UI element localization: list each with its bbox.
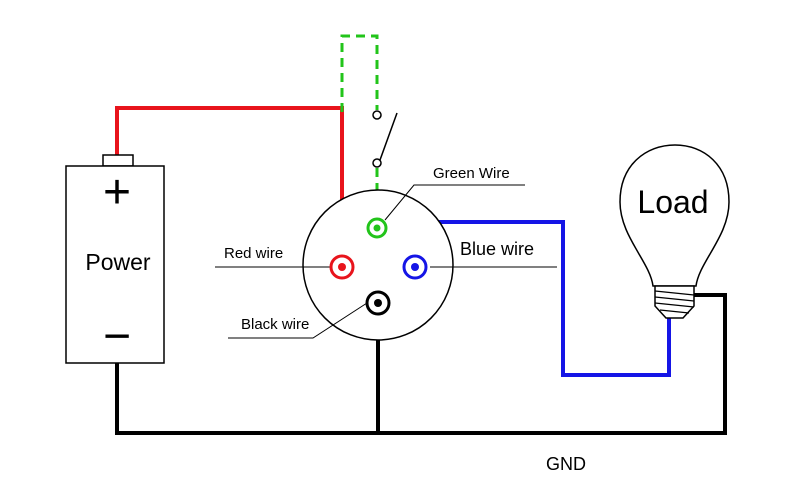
blue-wire-label: Blue wire bbox=[460, 239, 534, 259]
black-wire-leader bbox=[228, 302, 368, 339]
switch-contact-bottom bbox=[372, 158, 382, 168]
battery-body bbox=[65, 165, 165, 364]
ground-label: GND bbox=[546, 454, 586, 474]
red-terminal-pin bbox=[338, 263, 346, 271]
battery-minus-sign: − bbox=[103, 310, 131, 363]
ground-wire bbox=[115, 293, 727, 435]
battery-terminal-cap bbox=[102, 154, 134, 167]
red-wire-label: Red wire bbox=[224, 245, 283, 262]
blue-wire bbox=[415, 220, 671, 377]
battery-plus-sign: + bbox=[103, 166, 131, 219]
green-wire-label: Green Wire bbox=[433, 165, 510, 182]
battery-label: Power bbox=[85, 249, 151, 275]
green-wire-leader bbox=[384, 184, 525, 221]
black-wire-label: Black wire bbox=[241, 316, 309, 333]
blue-terminal-pin bbox=[411, 263, 419, 271]
load-label: Load bbox=[637, 184, 708, 220]
green-terminal-pin bbox=[373, 224, 381, 232]
red-wire bbox=[115, 106, 344, 267]
switch-lever bbox=[379, 112, 398, 161]
black-terminal-pin bbox=[374, 299, 382, 307]
bulb-glass bbox=[619, 144, 730, 287]
switch-contact-top bbox=[372, 110, 382, 120]
connector-body bbox=[302, 189, 454, 341]
green-wire-dashed bbox=[340, 34, 379, 112]
bulb-base bbox=[654, 285, 695, 319]
